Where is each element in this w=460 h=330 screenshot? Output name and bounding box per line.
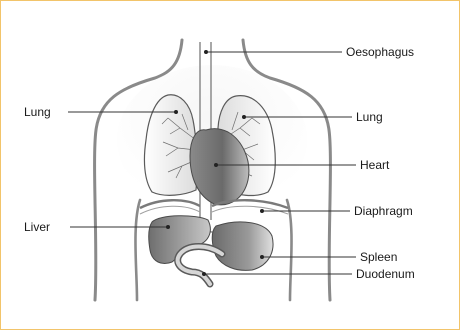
label-duodenum: Duodenum: [356, 267, 415, 281]
leader-spleen: [260, 255, 356, 259]
label-oesophagus: Oesophagus: [346, 45, 414, 59]
label-diaphragm: Diaphragm: [354, 204, 413, 218]
label-liver: Liver: [24, 220, 50, 234]
label-lung-right: Lung: [356, 110, 383, 124]
spleen-organ: [212, 222, 273, 270]
duodenum-organ: [178, 247, 222, 285]
leader-oesophagus: [204, 50, 342, 54]
label-spleen: Spleen: [360, 250, 397, 264]
label-lung-left: Lung: [24, 105, 51, 119]
label-heart: Heart: [360, 158, 390, 172]
